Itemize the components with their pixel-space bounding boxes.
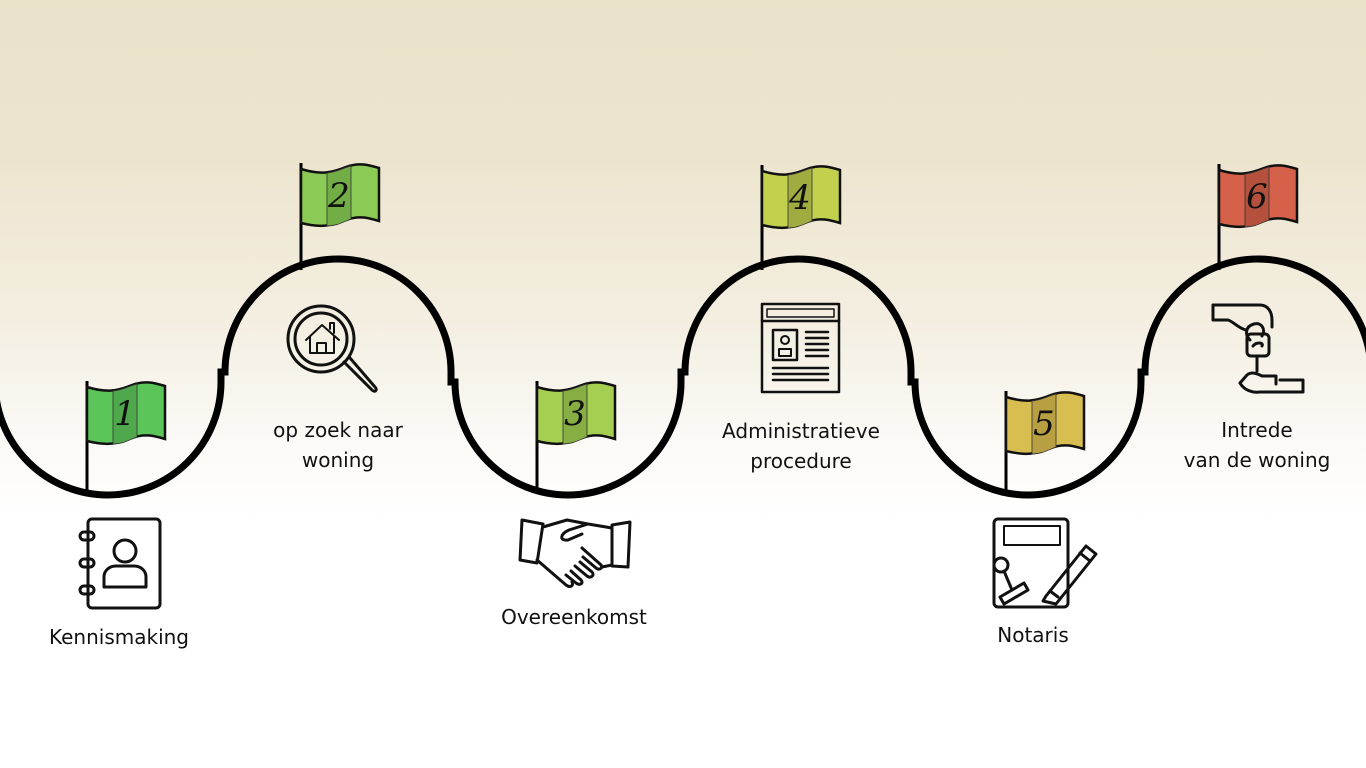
step-3-label-line-1: Overeenkomst — [501, 605, 647, 629]
step-1-label-line-1: Kennismaking — [49, 625, 189, 649]
step-5-label: Notaris — [997, 620, 1069, 650]
flag-4: 4 — [760, 165, 842, 270]
step-6-label-line-1: Intrede — [1221, 418, 1293, 442]
notary-stamp-pen-icon — [992, 517, 1098, 609]
step-3-label: Overeenkomst — [501, 602, 647, 632]
flag-stripe — [1244, 166, 1270, 228]
handshake-icon — [518, 518, 632, 588]
contact-book-icon — [78, 517, 162, 610]
flag-1: 1 — [85, 381, 167, 490]
step-2-label-line-2: woning — [301, 448, 375, 472]
flag-stripe — [1031, 393, 1057, 455]
flag-number-2: 2 — [327, 176, 350, 216]
profile-document-icon — [760, 302, 841, 394]
step-4-label-line-2: procedure — [750, 449, 852, 473]
step-2-label-line-1: op zoek naar — [273, 418, 403, 442]
step-4-label-line-1: Administratieve — [722, 419, 880, 443]
flag-stripe — [562, 383, 588, 445]
step-5-label-line-1: Notaris — [997, 623, 1069, 647]
flag-number-5: 5 — [1033, 404, 1055, 444]
flag-stripe — [326, 165, 352, 227]
flag-2: 2 — [299, 163, 381, 270]
wave-line — [0, 255, 1366, 499]
flag-stripe — [787, 167, 813, 229]
flag-number-1: 1 — [114, 394, 136, 434]
flag-5: 5 — [1004, 391, 1086, 492]
key-handover-icon — [1211, 303, 1305, 394]
flag-stripe — [112, 383, 138, 445]
step-1-label: Kennismaking — [49, 622, 189, 652]
step-2-label: op zoek naar woning — [273, 415, 403, 475]
step-6-label: Intrede van de woning — [1184, 415, 1331, 475]
flag-number-3: 3 — [564, 394, 586, 434]
flag-6: 6 — [1217, 164, 1299, 270]
flag-3: 3 — [535, 381, 617, 490]
house-search-icon — [286, 304, 378, 393]
flag-number-4: 4 — [788, 178, 811, 218]
flags-layer: 1 2 3 4 5 6 — [85, 163, 1299, 492]
step-6-label-line-2: van de woning — [1183, 448, 1331, 472]
flag-number-6: 6 — [1246, 177, 1268, 217]
icons-layer — [78, 302, 1305, 610]
step-4-label: Administratieve procedure — [722, 416, 880, 476]
